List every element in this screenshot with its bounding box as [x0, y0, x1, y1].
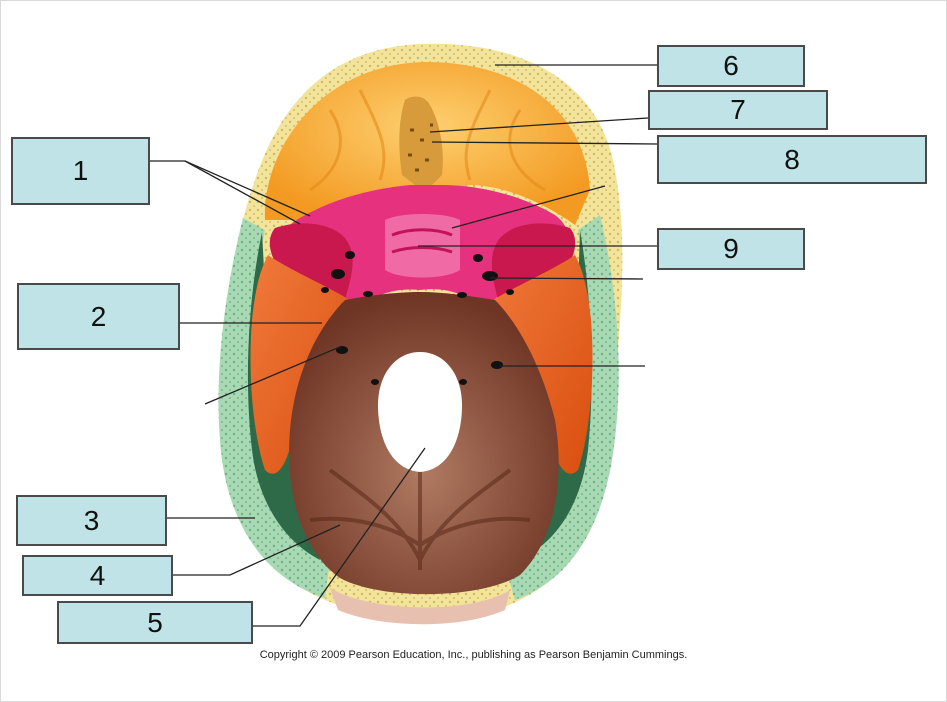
foramen-left-1 [331, 269, 345, 279]
occipital-ridges [309, 460, 531, 570]
label-box-8[interactable]: 8 [657, 135, 927, 184]
parietal-inner-dark-right [520, 230, 592, 560]
occipital-rim-bottom [330, 588, 510, 625]
foramen-left-2 [345, 251, 355, 259]
foramen-left-4 [363, 291, 373, 297]
label-box-2[interactable]: 2 [17, 283, 180, 350]
temporal-bone-right [484, 255, 593, 474]
leader-5 [252, 447, 426, 627]
hypoglossal-left [371, 379, 379, 385]
foramen-right-3 [506, 289, 514, 295]
hypoglossal-right [459, 379, 467, 385]
leader-9a [451, 185, 606, 229]
label-box-6[interactable]: 6 [657, 45, 805, 87]
sphenoid-wing-right [491, 223, 576, 300]
jugular-foramen-left [336, 346, 348, 354]
leader-1b [184, 160, 301, 225]
label-box-9[interactable]: 9 [657, 228, 805, 270]
leader-8 [431, 141, 658, 145]
label-box-3[interactable]: 3 [16, 495, 167, 546]
leader-9c [489, 277, 644, 280]
foramen-right-2 [473, 254, 483, 262]
copyright-text: Copyright © 2009 Pearson Education, Inc.… [259, 649, 688, 661]
label-box-1[interactable]: 1 [11, 137, 150, 205]
sphenoid-wing-left [269, 223, 353, 300]
temporal-bone-left [250, 255, 359, 474]
label-box-5[interactable]: 5 [57, 601, 253, 644]
leader-7 [429, 117, 649, 133]
frontal-ridges [309, 89, 546, 192]
foramen-left-3 [321, 287, 329, 293]
foramen-magnum [378, 352, 462, 472]
label-box-7[interactable]: 7 [648, 90, 828, 130]
leader-2b [204, 345, 343, 405]
jugular-foramen-right [491, 361, 503, 369]
label-box-4[interactable]: 4 [22, 555, 173, 596]
sella-detail [391, 228, 453, 254]
foramen-right-1 [482, 271, 498, 281]
parietal-bone-left-texture [218, 218, 330, 598]
ethmoid-pores [408, 123, 433, 172]
foramen-right-4 [457, 292, 467, 298]
leader-lines [150, 64, 658, 627]
parietal-bone-right-texture [505, 215, 619, 600]
leader-4 [172, 524, 341, 576]
